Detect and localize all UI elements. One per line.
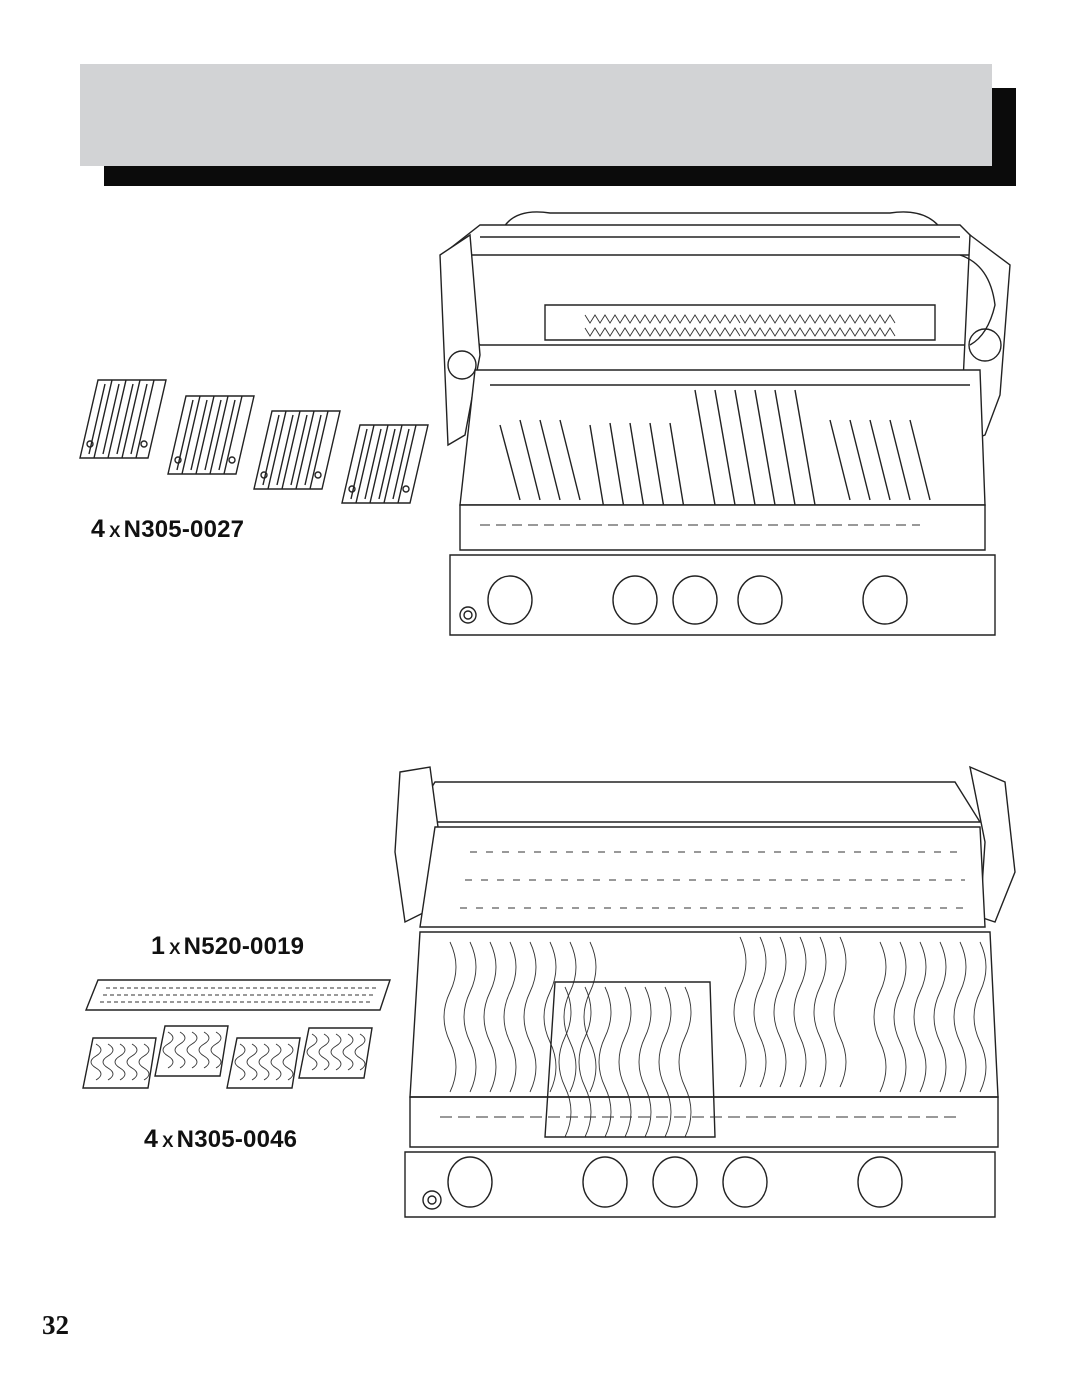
part-number: N520-0019 [183, 933, 305, 960]
part-qty: 4 [91, 515, 106, 543]
header-bar [80, 64, 992, 166]
loose-flavorizer-bars-illustration [79, 379, 429, 504]
part-qty: 4 [144, 1125, 159, 1153]
grill-with-flavorizer-bars-illustration [439, 211, 1011, 636]
part-times: X [162, 1132, 174, 1151]
part-number: N305-0046 [176, 1126, 298, 1153]
loose-cooking-grids-illustration [82, 979, 391, 1089]
part-times: X [109, 522, 121, 541]
part-number: N305-0027 [123, 516, 245, 543]
grill-with-cooking-grids-illustration [394, 765, 1016, 1218]
part-times: X [169, 939, 181, 958]
page-number: 32 [42, 1310, 69, 1340]
part-qty: 1 [151, 932, 166, 960]
